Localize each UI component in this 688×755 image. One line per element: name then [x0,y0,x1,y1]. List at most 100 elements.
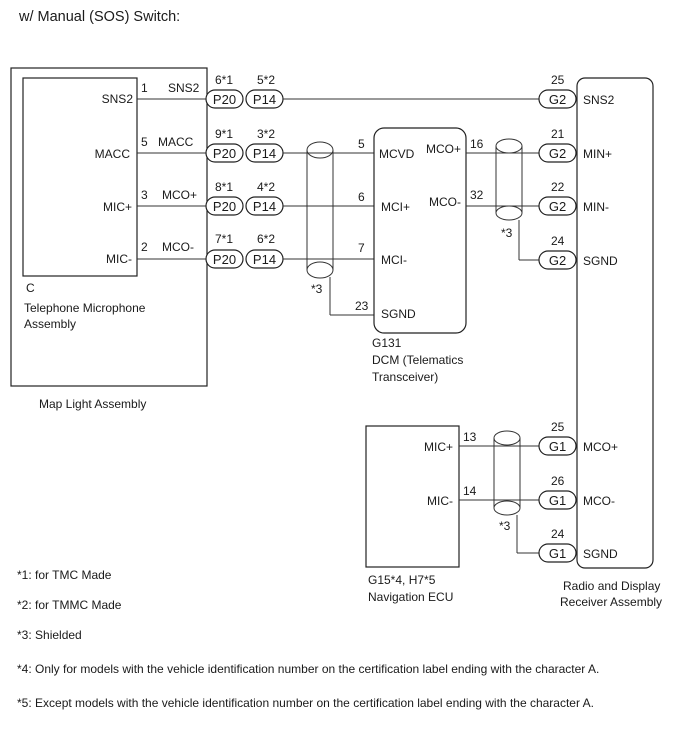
radio-pin-min-plus: MIN+ [583,147,612,161]
g1-pin-no-24: 24 [551,527,565,541]
radio-receiver-name-1: Radio and Display [563,579,660,593]
g2-pin-no-24: 24 [551,234,565,248]
navigation-ecu-code: G15*4, H7*5 [368,573,436,587]
connector-g1-3 [538,543,577,563]
connector-g1-1 [538,436,577,456]
connector-g2-1 [538,89,577,109]
telephone-microphone-name-1: Telephone Microphone [24,301,146,315]
connector-p20-1 [205,89,244,109]
connector-p20-1-label: P20 [213,92,236,107]
wire-2-p14-pin: 3*2 [257,127,275,141]
note-1: *1: for TMC Made [17,568,112,582]
connector-g1-2-label: G1 [549,493,566,508]
radio-pin-min-minus: MIN- [583,200,609,214]
radio-pin-sns2: SNS2 [583,93,615,107]
dcm-pin-no-16: 16 [470,137,484,151]
navigation-ecu-name: Navigation ECU [368,590,453,604]
nav-pin-no-13: 13 [463,430,477,444]
diagram-heading: w/ Manual (SOS) Switch: [18,9,180,25]
shield-1-mark: *3 [311,282,323,296]
connector-p20-2-label: P20 [213,146,236,161]
nav-pin-mic-minus: MIC- [427,494,453,508]
dcm-pin-no-7: 7 [358,241,365,255]
g2-pin-no-25: 25 [551,73,565,87]
connector-g1-1-label: G1 [549,439,566,454]
wire-4-pin-number: 2 [141,240,148,254]
nav-pin-no-14: 14 [463,484,477,498]
radio-pin-mco-plus: MCO+ [583,440,618,454]
connector-g2-4 [538,250,577,270]
connector-g1-2 [538,490,577,510]
telephone-microphone-name-2: Assembly [24,317,76,331]
g1-pin-no-26: 26 [551,474,565,488]
connector-p14-1-label: P14 [253,92,276,107]
radio-pin-mco-minus: MCO- [583,494,615,508]
dcm-code: G131 [372,336,402,350]
note-3: *3: Shielded [17,628,82,642]
connector-p20-3 [205,196,244,216]
wire-2-signal: MACC [158,135,194,149]
connector-p20-4 [205,249,244,269]
connector-p20-3-label: P20 [213,199,236,214]
radio-pin-sgnd-1: SGND [583,254,618,268]
connector-g2-2-label: G2 [549,146,566,161]
connector-p20-4-label: P20 [213,252,236,267]
wire-3-p14-pin: 4*2 [257,180,275,194]
dcm-name-2: Transceiver) [372,370,438,384]
navigation-ecu-box [365,425,460,568]
dcm-box [373,127,467,334]
mic-pin-macc: MACC [95,147,131,161]
mic-pin-mic-minus: MIC- [106,252,132,266]
shield-3-mark: *3 [499,519,511,533]
dcm-pin-sgnd: SGND [381,307,416,321]
wire-4-signal: MCO- [162,240,194,254]
connector-g2-2 [538,143,577,163]
wire-2-pin-number: 5 [141,135,148,149]
wire-1-p14-pin: 5*2 [257,73,275,87]
dcm-pin-mco-plus: MCO+ [426,142,461,156]
shield-2-bottom [495,205,523,221]
g1-pin-no-25: 25 [551,420,565,434]
connector-g2-3 [538,196,577,216]
dcm-pin-no-5: 5 [358,137,365,151]
mic-pin-sns2: SNS2 [102,92,134,106]
note-5: *5: Except models with the vehicle ident… [17,696,594,710]
nav-pin-mic-plus: MIC+ [424,440,453,454]
connector-p20-2 [205,143,244,163]
wire-2-p20-pin: 9*1 [215,127,233,141]
wire-3-pin-number: 3 [141,188,148,202]
connector-p14-3-label: P14 [253,199,276,214]
telephone-microphone-box [22,77,138,277]
wire-4-p14-pin: 6*2 [257,232,275,246]
note-4: *4: Only for models with the vehicle ide… [17,662,599,676]
wire-4-p20-pin: 7*1 [215,232,233,246]
radio-pin-sgnd-2: SGND [583,547,618,561]
g2-pin-no-22: 22 [551,180,565,194]
map-light-assembly-label: Map Light Assembly [39,397,146,411]
g2-pin-no-21: 21 [551,127,565,141]
note-2: *2: for TMMC Made [17,598,122,612]
dcm-pin-no-23: 23 [355,299,369,313]
connector-g2-4-label: G2 [549,253,566,268]
connector-p14-4-label: P14 [253,252,276,267]
shield-1-bottom [306,261,334,279]
mic-pin-mic-plus: MIC+ [103,200,132,214]
dcm-pin-no-6: 6 [358,190,365,204]
connector-g2-1-label: G2 [549,92,566,107]
dcm-pin-mci-minus: MCI- [381,253,407,267]
shield-3-bottom [493,500,521,516]
wire-1-signal: SNS2 [168,81,200,95]
telephone-microphone-code: C [26,281,35,295]
radio-receiver-box [576,77,654,569]
connector-g2-3-label: G2 [549,199,566,214]
shield-2-mark: *3 [501,226,513,240]
shield-3-top [493,430,521,446]
wire-1-pin-number: 1 [141,81,148,95]
dcm-pin-no-32: 32 [470,188,484,202]
dcm-name-1: DCM (Telematics [372,353,463,367]
shield-1-top [306,141,334,159]
shield-2-top [495,138,523,154]
connector-p14-2-label: P14 [253,146,276,161]
dcm-pin-mcvd: MCVD [379,147,415,161]
